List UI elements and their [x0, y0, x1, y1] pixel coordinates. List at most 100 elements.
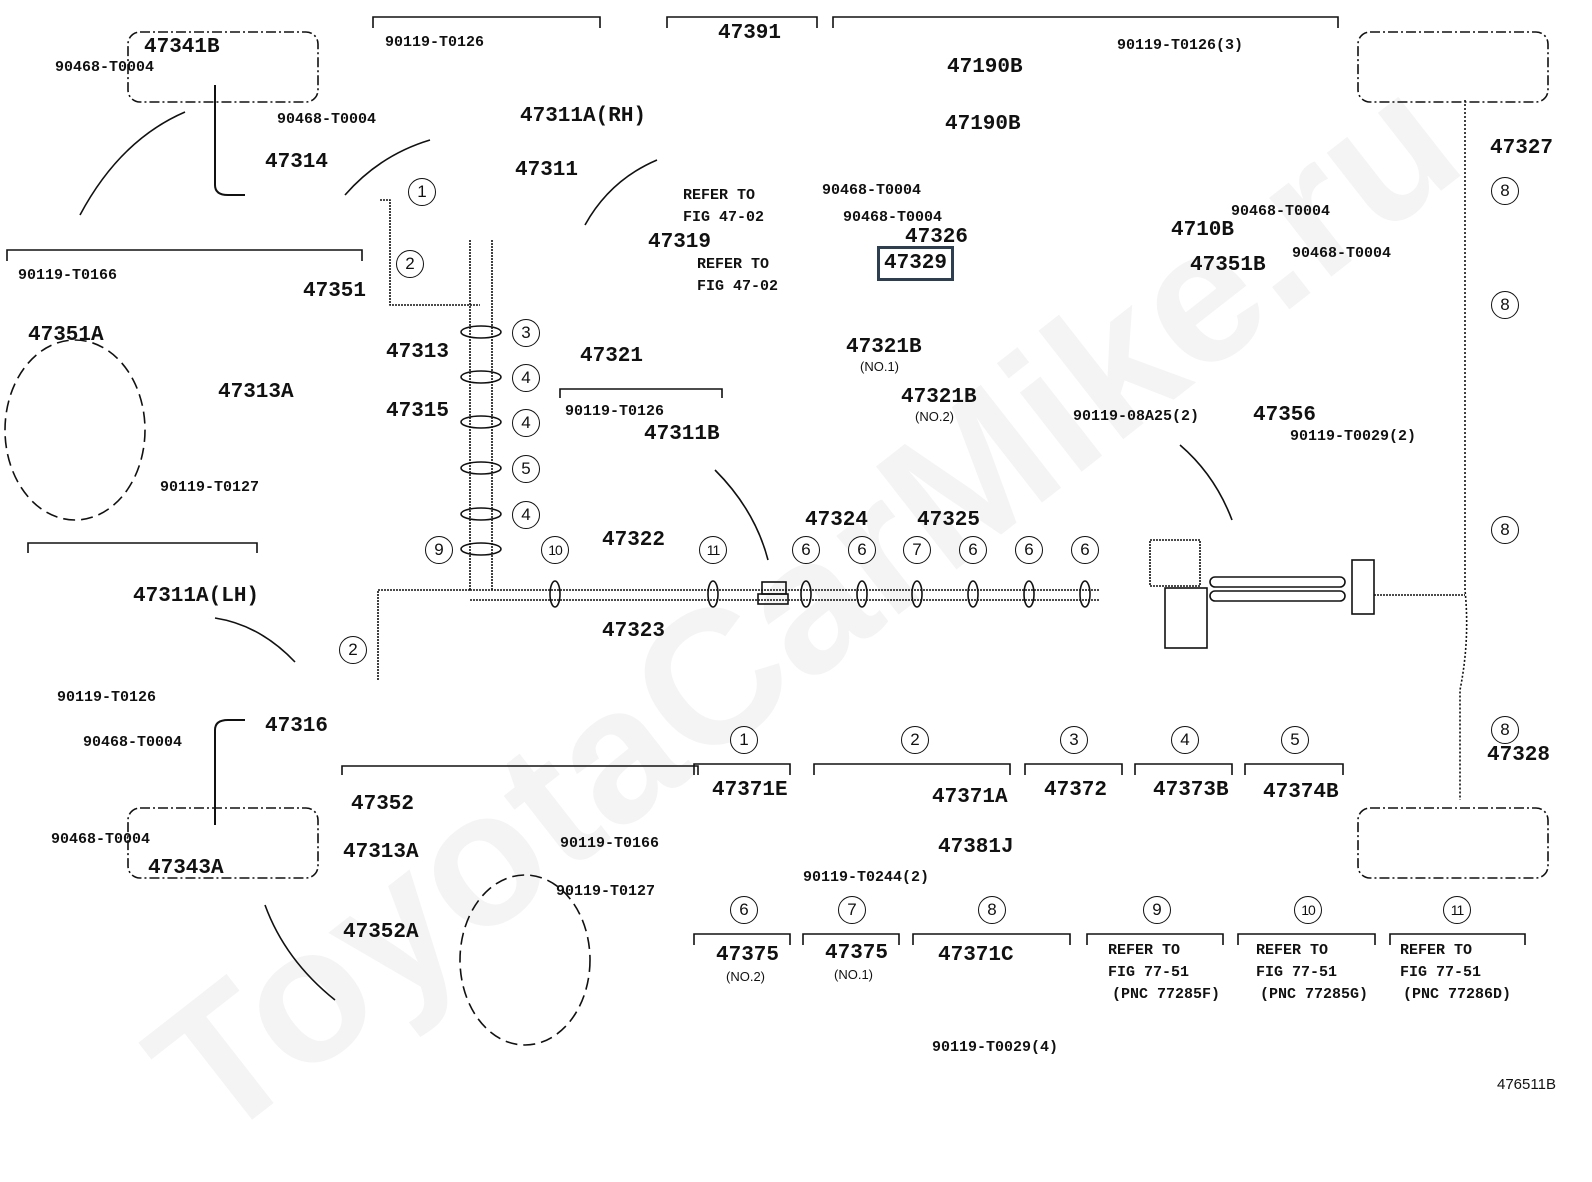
callout-9[interactable]: 9: [425, 536, 453, 564]
part-label-47190B[interactable]: 47190B: [947, 56, 1023, 79]
legend-refer-line3: (PNC 77285F): [1112, 986, 1221, 1003]
legend-callout: 7: [838, 896, 866, 924]
part-label-47343A[interactable]: 47343A: [148, 857, 224, 880]
part-label-47327[interactable]: 47327: [1490, 137, 1554, 160]
callout-4[interactable]: 4: [512, 409, 540, 437]
legend-part-label[interactable]: 47381J: [938, 836, 1014, 859]
part-label-47323[interactable]: 47323: [602, 620, 666, 643]
part-label-47316[interactable]: 47316: [265, 715, 329, 738]
harness-left-branch: [380, 199, 480, 306]
refer-note-47391-line2[interactable]: FIG 47-02: [683, 209, 765, 226]
legend-part-label[interactable]: 47371E: [712, 779, 788, 802]
part-label-90468-T0004[interactable]: 90468-T0004: [1292, 245, 1392, 262]
callout-6[interactable]: 6: [1015, 536, 1043, 564]
part-label-90468-T0004[interactable]: 90468-T0004: [51, 831, 151, 848]
part-label-4710B[interactable]: 4710B: [1171, 219, 1235, 242]
legend-part-label[interactable]: 47371A: [932, 786, 1008, 809]
part-label-47326[interactable]: 47326: [905, 226, 969, 249]
legend-part-label[interactable]: 47372: [1044, 779, 1108, 802]
part-label-47351[interactable]: 47351: [303, 280, 367, 303]
part-label-90119-T0029-qty2[interactable]: 90119-T0029(2): [1290, 428, 1417, 445]
callout-2[interactable]: 2: [339, 636, 367, 664]
part-label-90468-T0004[interactable]: 90468-T0004: [277, 111, 377, 128]
legend-part-label[interactable]: 90119-T0029(4): [932, 1039, 1059, 1056]
callout-5[interactable]: 5: [512, 455, 540, 483]
part-label-90119-T0127[interactable]: 90119-T0127: [556, 883, 656, 900]
part-label-47328[interactable]: 47328: [1487, 744, 1551, 767]
part-label-47311B[interactable]: 47311B: [644, 423, 720, 446]
part-label-47314[interactable]: 47314: [265, 151, 329, 174]
part-label-90119-T0126-qty3[interactable]: 90119-T0126(3): [1117, 37, 1244, 54]
part-label-90119-08A25-qty2[interactable]: 90119-08A25(2): [1073, 408, 1200, 425]
legend-callout: 5: [1281, 726, 1309, 754]
part-label-47313A[interactable]: 47313A: [218, 381, 294, 404]
harness-main-line: [470, 589, 1100, 601]
trunk-clamps: [460, 325, 502, 556]
callout-6[interactable]: 6: [1071, 536, 1099, 564]
part-label-90119-T0127[interactable]: 90119-T0127: [160, 479, 260, 496]
callout-4[interactable]: 4: [512, 501, 540, 529]
part-label-47325[interactable]: 47325: [917, 509, 981, 532]
callout-10[interactable]: 10: [541, 536, 569, 564]
part-label-90468-T0004[interactable]: 90468-T0004: [822, 182, 922, 199]
part-label-90468-T0004[interactable]: 90468-T0004: [83, 734, 183, 751]
part-note-no1: (NO.1): [860, 359, 899, 374]
callout-7[interactable]: 7: [903, 536, 931, 564]
part-label-90468-T0004[interactable]: 90468-T0004: [55, 59, 155, 76]
callout-4[interactable]: 4: [512, 364, 540, 392]
part-label-47321B-no2[interactable]: 47321B: [901, 386, 977, 409]
right-cable: [1459, 100, 1468, 800]
part-label-47321B-no1[interactable]: 47321B: [846, 336, 922, 359]
part-label-47324[interactable]: 47324: [805, 509, 869, 532]
part-label-90468-T0004[interactable]: 90468-T0004: [843, 209, 943, 226]
legend-part-label[interactable]: 47375: [716, 944, 780, 967]
part-label-47190B[interactable]: 47190B: [945, 113, 1021, 136]
part-label-90119-T0166[interactable]: 90119-T0166: [18, 267, 118, 284]
legend-refer-line1: REFER TO: [1400, 942, 1473, 959]
part-label-47319[interactable]: 47319: [648, 231, 712, 254]
legend-refer-line2[interactable]: FIG 77-51: [1256, 964, 1338, 981]
part-label-90119-T0126[interactable]: 90119-T0126: [57, 689, 157, 706]
part-label-90468-T0004[interactable]: 90468-T0004: [1231, 203, 1331, 220]
part-label-47321[interactable]: 47321: [580, 345, 644, 368]
callout-6[interactable]: 6: [792, 536, 820, 564]
legend-part-label[interactable]: 47373B: [1153, 779, 1229, 802]
refer-note-47319-line2[interactable]: FIG 47-02: [697, 278, 779, 295]
legend-part-label[interactable]: 47371C: [938, 944, 1014, 967]
callout-6[interactable]: 6: [959, 536, 987, 564]
bracket-group-47351: [6, 249, 363, 261]
part-label-47313[interactable]: 47313: [386, 341, 450, 364]
part-label-90119-T0126[interactable]: 90119-T0126: [565, 403, 665, 420]
refer-note-47319-line1: REFER TO: [697, 256, 770, 273]
part-label-90119-T0126[interactable]: 90119-T0126: [385, 34, 485, 51]
callout-8[interactable]: 8: [1491, 716, 1519, 744]
part-label-47315[interactable]: 47315: [386, 400, 450, 423]
part-label-47329-highlighted[interactable]: 47329: [876, 246, 955, 281]
part-label-47351B[interactable]: 47351B: [1190, 254, 1266, 277]
legend-part-label[interactable]: 90119-T0244(2): [803, 869, 930, 886]
part-label-47341B[interactable]: 47341B: [144, 36, 220, 59]
callout-1[interactable]: 1: [408, 178, 436, 206]
part-label-47352A[interactable]: 47352A: [343, 921, 419, 944]
part-label-47351A[interactable]: 47351A: [28, 324, 104, 347]
legend-part-label[interactable]: 47374B: [1263, 781, 1339, 804]
part-label-47352[interactable]: 47352: [351, 793, 415, 816]
part-label-47311[interactable]: 47311: [515, 159, 579, 182]
callout-8[interactable]: 8: [1491, 177, 1519, 205]
part-label-47311A-LH[interactable]: 47311A(LH): [133, 585, 260, 608]
legend-part-label[interactable]: 47375: [825, 942, 889, 965]
part-label-47391[interactable]: 47391: [718, 22, 782, 45]
part-label-90119-T0166[interactable]: 90119-T0166: [560, 835, 660, 852]
callout-8[interactable]: 8: [1491, 516, 1519, 544]
part-label-47311A-RH[interactable]: 47311A(RH): [520, 105, 647, 128]
callout-8[interactable]: 8: [1491, 291, 1519, 319]
part-label-47356[interactable]: 47356: [1253, 404, 1317, 427]
callout-11[interactable]: 11: [699, 536, 727, 564]
callout-6[interactable]: 6: [848, 536, 876, 564]
legend-refer-line2[interactable]: FIG 77-51: [1108, 964, 1190, 981]
legend-refer-line2[interactable]: FIG 77-51: [1400, 964, 1482, 981]
part-label-47322[interactable]: 47322: [602, 529, 666, 552]
callout-3[interactable]: 3: [512, 319, 540, 347]
callout-2[interactable]: 2: [396, 250, 424, 278]
part-label-47313A[interactable]: 47313A: [343, 841, 419, 864]
